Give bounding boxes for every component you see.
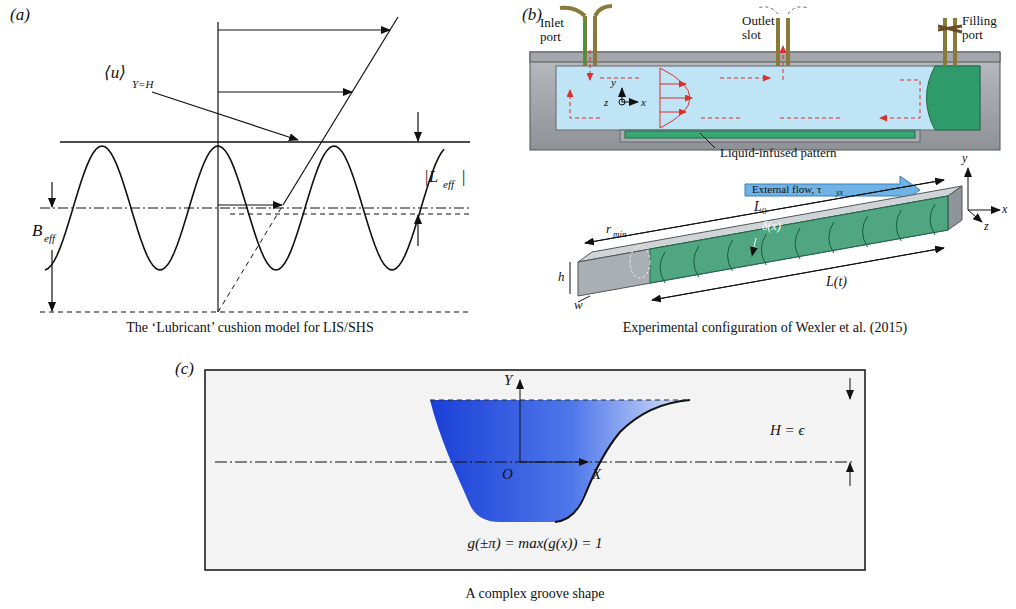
- length-symbol: B: [32, 222, 42, 241]
- axis-label: x: [1002, 203, 1007, 216]
- panel-c-art: [205, 370, 865, 570]
- device-schematic: [530, 6, 1000, 150]
- axis-label: y: [962, 152, 967, 165]
- panel-caption: The ‘Lubricant’ cushion model for LIS/SH…: [126, 320, 373, 335]
- flow-label: External flow, τ: [752, 183, 821, 195]
- subscript: min: [613, 230, 627, 240]
- axis-label: X: [592, 466, 601, 483]
- dimension-label: h: [558, 270, 565, 284]
- axis-label: Y: [504, 372, 512, 389]
- panel-letter: (b): [522, 6, 542, 25]
- velocity-symbol: ⟨u⟩: [104, 64, 126, 83]
- dimension-label: L: [754, 199, 762, 214]
- dimension-label: r: [606, 222, 611, 236]
- panel-caption: A complex groove shape: [466, 586, 605, 601]
- dimension-label: H = ϵ: [770, 422, 805, 439]
- equation-label: g(±π) = max(g(x)) = 1: [467, 535, 602, 552]
- axis-label: O: [502, 466, 513, 483]
- part-label: Inlet port: [540, 16, 580, 45]
- panel-caption: Experimental configuration of Wexler et …: [623, 320, 907, 335]
- dimension-label: δ(x): [762, 220, 781, 233]
- length-symbol: |L: [424, 168, 438, 187]
- length-symbol: |: [461, 168, 466, 187]
- panel-a-art: [40, 17, 470, 312]
- axis-label: z: [604, 96, 608, 108]
- panel-letter: (c): [175, 360, 194, 379]
- subscript: yx: [836, 189, 843, 198]
- panel-letter: (a): [10, 6, 30, 25]
- subscript: eff: [443, 178, 454, 190]
- axis-label: z: [984, 220, 989, 233]
- dimension-label: w: [574, 298, 583, 312]
- axis-label: x: [641, 96, 646, 108]
- part-label: Liquid-infused pattern: [720, 146, 837, 160]
- part-label: Filling port: [962, 14, 1012, 43]
- part-label: Outlet slot: [742, 14, 782, 43]
- subscript: 0: [762, 207, 767, 217]
- subscript: Y=H: [132, 78, 153, 90]
- subscript: eff: [44, 232, 55, 244]
- axis-label: y: [611, 76, 616, 88]
- channel-perspective: [570, 168, 1000, 302]
- dimension-label: L(t): [826, 274, 847, 289]
